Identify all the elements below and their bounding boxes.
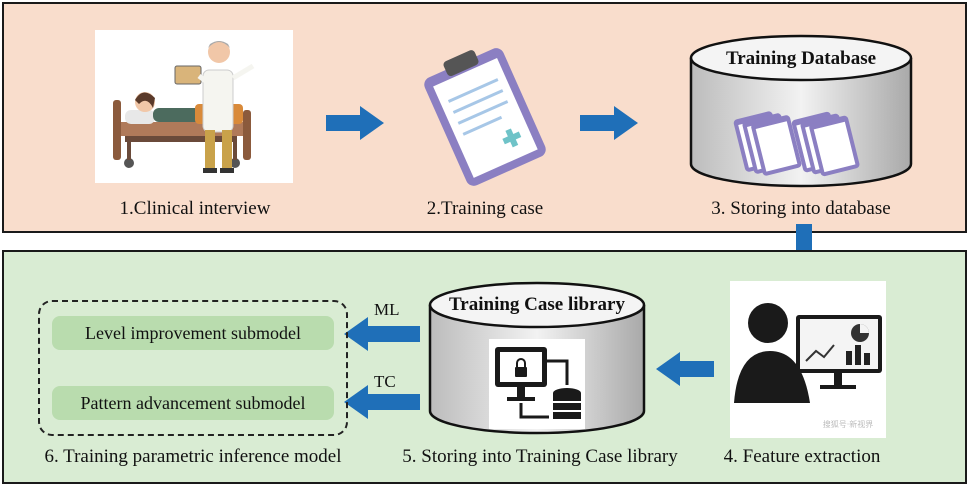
- watermark-text: 搜狐号·新视界: [823, 419, 874, 429]
- arrow-right-icon: [326, 106, 384, 140]
- stacked-clipboards-icon: [733, 111, 860, 177]
- step-3-caption: 3. Storing into database: [711, 198, 891, 219]
- arrow-right-icon: [580, 106, 638, 140]
- clipboard-icon: [424, 48, 546, 186]
- clinical-interview-illustration: [95, 30, 293, 183]
- step-6-caption: 6. Training parametric inference model: [44, 446, 342, 467]
- arrow-left-icon: [656, 352, 714, 386]
- level-improvement-submodel: Level improvement submodel: [52, 316, 334, 350]
- arrow-left-icon: [344, 385, 420, 419]
- tc-label: TC: [374, 372, 396, 391]
- ml-label: ML: [374, 300, 400, 319]
- library-title: Training Case library: [449, 294, 625, 315]
- step-5-caption: 5. Storing into Training Case library: [402, 446, 678, 467]
- database-title: Training Database: [725, 48, 877, 69]
- feature-extraction-illustration: 搜狐号·新视界: [730, 281, 886, 438]
- person-monitor-icon: 搜狐号·新视界: [734, 303, 882, 429]
- arrow-left-icon: [344, 317, 420, 351]
- step-2-caption: 2.Training case: [426, 198, 544, 219]
- doctor-patient-icon: [113, 41, 255, 173]
- pattern-advancement-submodel: Pattern advancement submodel: [52, 386, 334, 420]
- inference-model-group: [38, 300, 348, 436]
- computer-database-icon: [489, 339, 585, 429]
- library-cylinder: [428, 281, 646, 435]
- database-cylinder: [689, 34, 913, 188]
- step-1-caption: 1.Clinical interview: [119, 198, 271, 219]
- step-4-caption: 4. Feature extraction: [723, 446, 881, 467]
